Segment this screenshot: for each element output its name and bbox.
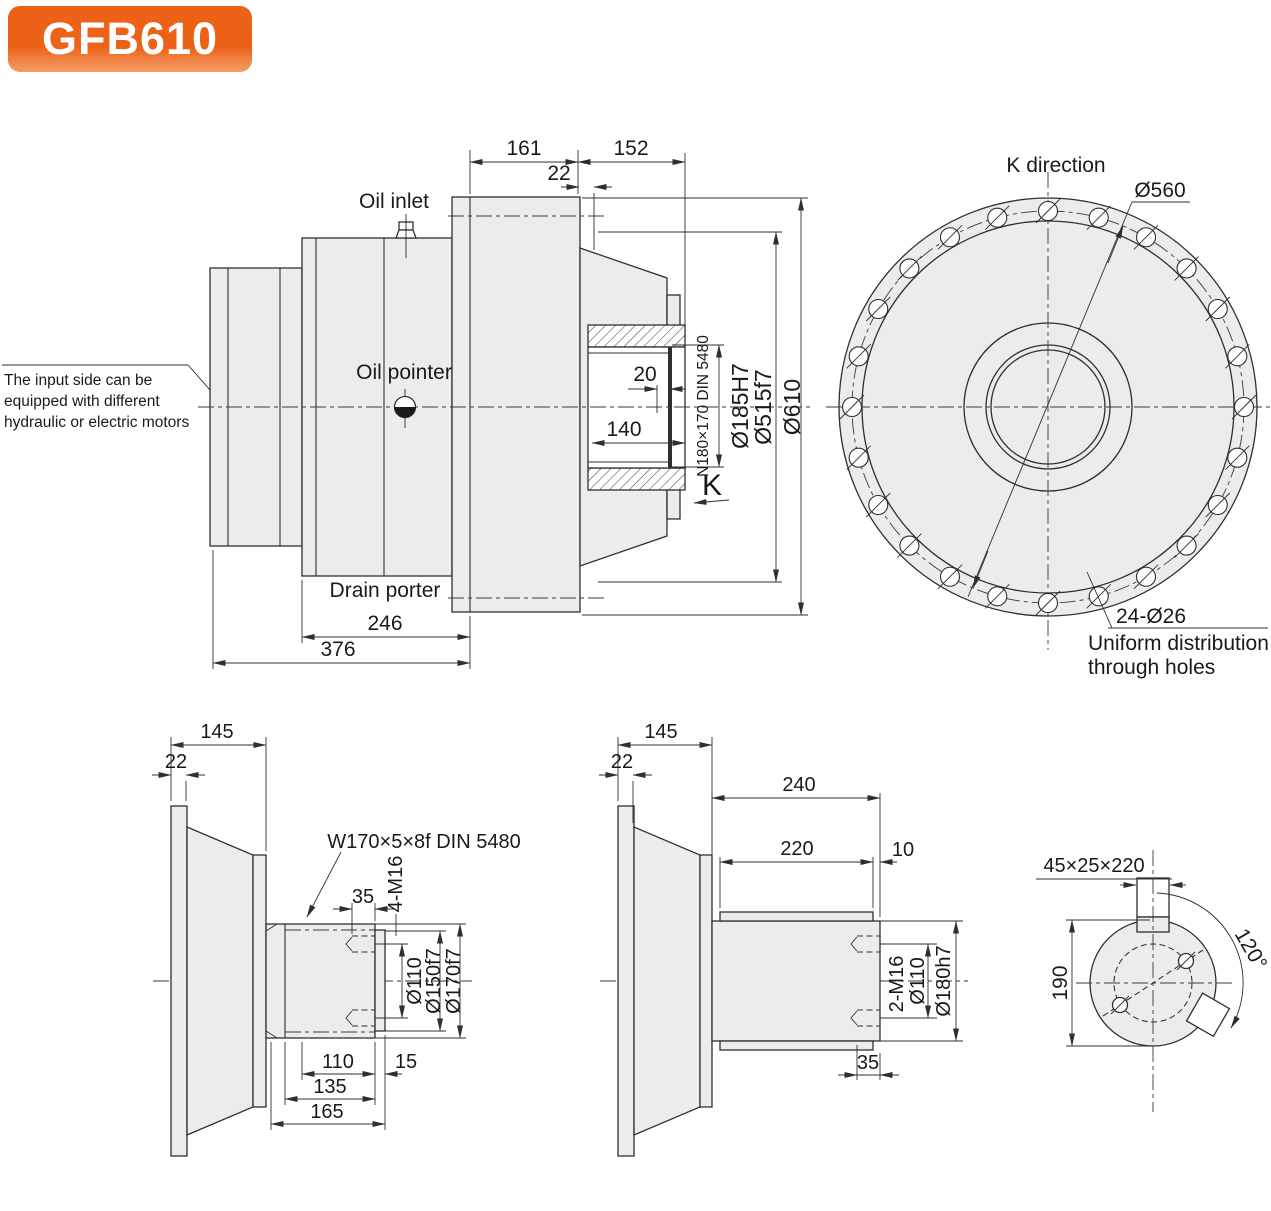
input-note-line1: The input side can be	[4, 372, 152, 389]
dim-4m16: 4-M16	[385, 856, 407, 913]
dim-246: 246	[367, 612, 402, 635]
hub-section-hatch-top	[587, 324, 686, 348]
dim-190: 190	[1049, 965, 1072, 1000]
model-badge: GFB610	[8, 6, 252, 72]
dim-161: 161	[506, 137, 541, 160]
holes-count-label: 24-Ø26	[1116, 605, 1186, 628]
dim-b135: 135	[313, 1076, 346, 1098]
output-flange	[451, 196, 581, 613]
bolt-holes	[839, 198, 1257, 616]
dim-bolt-circle: Ø560	[967, 179, 1190, 598]
keyway-detail-view: 120° 45×25×220 190	[1036, 850, 1271, 1112]
dims-top: 161 152 22	[469, 137, 686, 325]
mounting-plate	[170, 805, 188, 1157]
dim-376: 376	[320, 638, 355, 661]
dims-bore: 20 140 N180×170 DIN 5480 Ø185H7 Ø515f7 Ø…	[582, 197, 808, 616]
dim-20: 20	[633, 363, 656, 386]
output-shaft-view-keyed: 145 22 240 220 10	[599, 721, 968, 1157]
dim-b165: 165	[310, 1101, 343, 1123]
drain-porter-label: Drain porter	[330, 579, 441, 602]
dim-outer-dia: Ø610	[779, 379, 805, 435]
main-view: The input side can be equipped with diff…	[2, 137, 812, 669]
oil-pointer-label: Oil pointer	[356, 361, 452, 384]
dim-flange-dia: Ø515f7	[750, 369, 776, 444]
dim-180h7: Ø180h7	[933, 945, 955, 1016]
dim-spline-spec: N180×170 DIN 5480	[695, 335, 712, 477]
holes-note-line1: Uniform distribution	[1088, 632, 1269, 655]
k-direction-title: K direction	[1006, 154, 1105, 177]
keyway-slot-2	[1185, 992, 1231, 1038]
dim-35b: 35	[857, 1052, 879, 1074]
mounting-plate-2	[617, 805, 635, 1157]
input-note-line3: hydraulic or electric motors	[4, 414, 189, 431]
spline-spec-label: W170×5×8f DIN 5480	[327, 831, 520, 853]
dims-thread: 35 4-M16	[333, 856, 407, 936]
dims-right2: 2-M16 Ø110 Ø180h7	[880, 920, 963, 1042]
dims-bottom: 246 376	[212, 550, 471, 669]
k-direction-view: K direction Ø560 24-Ø26	[826, 154, 1270, 679]
dim-35: 35	[352, 886, 374, 908]
dim-145b: 145	[644, 721, 677, 743]
dim-22a: 22	[165, 751, 187, 773]
dim-22: 22	[547, 162, 570, 185]
dims-top1: 145 22	[152, 721, 267, 851]
dims-diameters: Ø110 Ø150f7 Ø170f7	[375, 923, 466, 1039]
dim-120deg: 120°	[1230, 925, 1271, 974]
dim-140: 140	[606, 418, 641, 441]
dim-10: 10	[892, 839, 914, 861]
dim-b110: 110	[322, 1051, 354, 1073]
dims-bottom2: 35	[838, 1045, 899, 1080]
key-size-label: 45×25×220	[1043, 855, 1144, 877]
dim-220: 220	[780, 838, 813, 860]
oil-inlet-fitting	[395, 214, 417, 258]
input-note-line2: equipped with different	[4, 393, 160, 410]
dims-top2: 145 22 240 220 10	[599, 721, 914, 917]
dim-bore-dia: Ø185H7	[727, 363, 753, 449]
dim-560: Ø560	[1134, 179, 1185, 202]
output-shaft-view-splined: W170×5×8f DIN 5480 35 4-M16	[152, 721, 521, 1157]
k-view-marker: K	[693, 469, 730, 505]
dim-b15: 15	[395, 1051, 417, 1073]
keyed-shaft	[711, 920, 881, 1042]
dim-170f7: Ø170f7	[443, 948, 465, 1014]
tapped-holes	[345, 935, 375, 1027]
oil-pointer-sight	[393, 389, 417, 428]
model-badge-label: GFB610	[41, 13, 219, 64]
holes-note: 24-Ø26 Uniform distribution through hole…	[1086, 571, 1269, 679]
dim-152: 152	[613, 137, 648, 160]
k-letter: K	[702, 469, 722, 502]
oil-inlet-label: Oil inlet	[359, 190, 429, 213]
hub-section-hatch-bottom	[587, 467, 686, 491]
splined-shaft	[265, 923, 376, 1039]
dim-110dia-2: Ø110	[907, 957, 929, 1004]
tapped-holes-2	[850, 935, 880, 1027]
dim-150f7: Ø150f7	[423, 948, 445, 1014]
dim-22b: 22	[611, 751, 633, 773]
dim-110dia: Ø110	[404, 957, 426, 1004]
dim-240: 240	[782, 774, 815, 796]
dim-190-group: 190	[1049, 919, 1150, 1047]
holes-note-line2: through holes	[1088, 656, 1215, 679]
dims-bottom1: 110 15 135 165	[270, 1035, 417, 1130]
dim-145a: 145	[200, 721, 233, 743]
dim-2m16: 2-M16	[886, 956, 908, 1013]
